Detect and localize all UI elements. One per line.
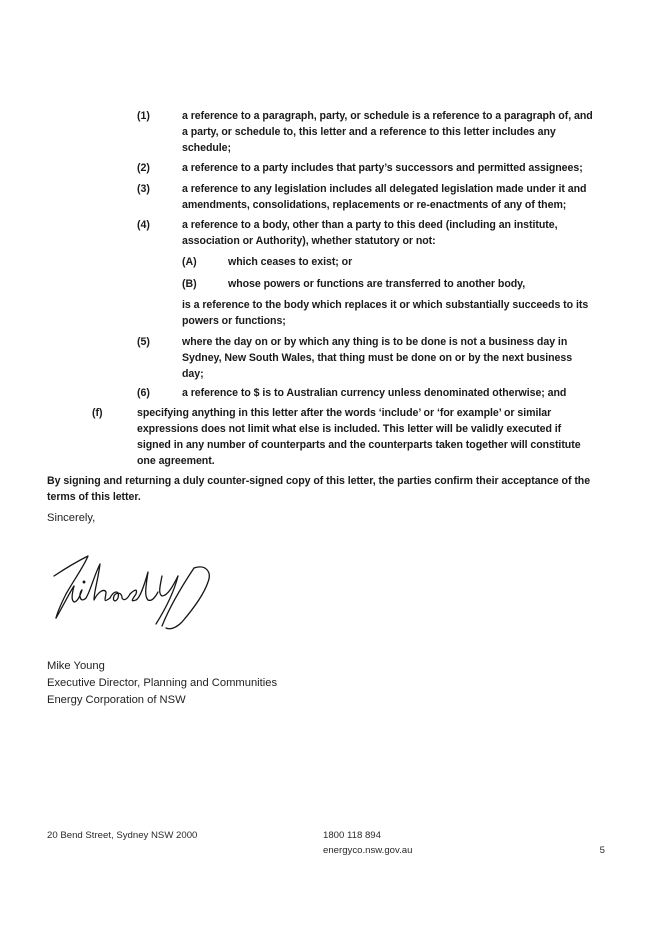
clause-number: (3) (137, 183, 150, 195)
clause-text: a reference to a paragraph, party, or sc… (182, 110, 593, 154)
clause-number: (f) (92, 407, 103, 419)
subclause-number: (A) (182, 256, 197, 268)
clause-4-tail-text: is a reference to the body which replace… (182, 299, 589, 327)
clause-number: (5) (137, 336, 150, 348)
clause-text: a reference to a party includes that par… (182, 162, 583, 174)
subclause-text: which ceases to exist; or (228, 256, 353, 268)
clause-3: (3) a reference to any legislation inclu… (0, 181, 645, 215)
clause-text: where the day on or by which any thing i… (182, 336, 573, 380)
clause-number: (1) (137, 110, 150, 122)
subclause-number: (B) (182, 278, 197, 290)
clause-number: (6) (137, 387, 150, 399)
clause-4: (4) a reference to a body, other than a … (0, 217, 645, 251)
clause-number: (2) (137, 162, 150, 174)
clause-text: a reference to $ is to Australian curren… (182, 387, 567, 399)
clause-5: (5) where the day on or by which any thi… (0, 334, 645, 384)
clause-4-tail: is a reference to the body which replace… (0, 297, 645, 331)
clause-f: (f) specifying anything in this letter a… (0, 405, 645, 471)
clause-2: (2) a reference to a party includes that… (0, 160, 645, 178)
footer-address: 20 Bend Street, Sydney NSW 2000 (47, 830, 198, 841)
footer-website[interactable]: energyco.nsw.gov.au (323, 845, 413, 856)
clause-text: specifying anything in this letter after… (137, 407, 581, 467)
acceptance-paragraph: By signing and returning a duly counter-… (47, 475, 591, 503)
clause-1: (1) a reference to a paragraph, party, o… (0, 108, 645, 158)
signature-image (44, 546, 224, 634)
signatory-title: Executive Director, Planning and Communi… (47, 677, 278, 689)
subclause-b: (B) whose powers or functions are transf… (0, 276, 645, 294)
clause-text: a reference to any legislation includes … (182, 183, 587, 211)
subclause-text: whose powers or functions are transferre… (228, 278, 526, 290)
subclause-a: (A) which ceases to exist; or (0, 254, 645, 272)
clause-text: a reference to a body, other than a part… (182, 219, 558, 247)
signatory-name: Mike Young (47, 660, 105, 672)
clause-6: (6) a reference to $ is to Australian cu… (0, 385, 645, 403)
signatory-organisation: Energy Corporation of NSW (47, 694, 186, 706)
closing-salutation: Sincerely, (47, 512, 96, 524)
footer-phone: 1800 118 894 (323, 830, 381, 841)
clause-number: (4) (137, 219, 150, 231)
page-number: 5 (599, 845, 605, 856)
